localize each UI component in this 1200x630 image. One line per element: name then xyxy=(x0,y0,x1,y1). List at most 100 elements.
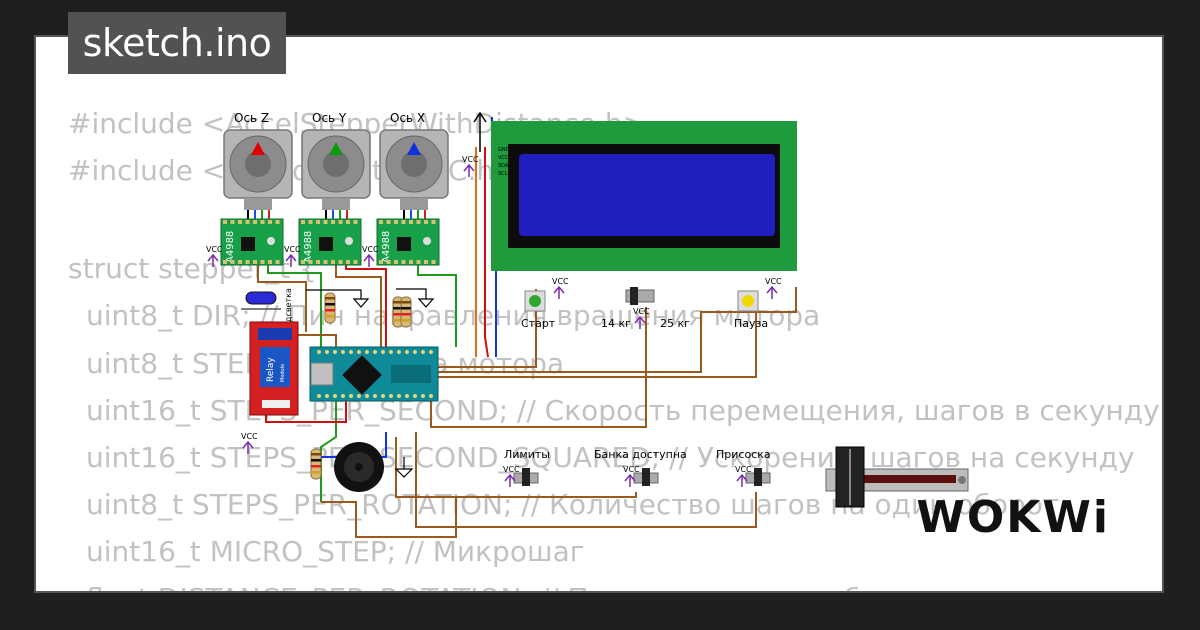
driver-pin xyxy=(238,260,242,264)
header-pin xyxy=(429,350,433,354)
direction-arrow-icon xyxy=(251,142,265,155)
resistor-band xyxy=(393,313,403,316)
vcc-arrow xyxy=(553,285,565,299)
vcc-arrow xyxy=(504,473,516,487)
driver-trimpot xyxy=(345,237,353,245)
driver-pin xyxy=(416,220,421,224)
gnd-arrow-icon xyxy=(473,111,487,152)
direction-arrow-icon xyxy=(329,142,343,155)
driver-pin xyxy=(275,220,280,224)
driver-pin xyxy=(331,220,335,224)
wire xyxy=(430,307,647,428)
driver-pin xyxy=(316,220,320,224)
vcc-arrow xyxy=(285,253,297,267)
header-pin xyxy=(341,350,345,354)
lcd-pin-label: VCC xyxy=(498,155,509,161)
resistor-band xyxy=(393,319,403,322)
slide-knob xyxy=(754,468,762,486)
header-pin xyxy=(333,350,337,354)
driver-pin xyxy=(394,220,398,224)
driver-pin xyxy=(353,220,358,224)
filename-tab[interactable]: sketch.ino xyxy=(68,12,286,74)
resistor-band xyxy=(401,313,411,316)
wire xyxy=(321,496,516,538)
driver-pin xyxy=(308,220,313,224)
gnd-symbol-icon xyxy=(306,289,370,308)
switch-label-2: Банка доступна xyxy=(594,448,687,461)
mcu-chip xyxy=(342,355,382,395)
code-line: uint8_t DIR; // Пин направления вращения… xyxy=(86,299,821,332)
relay-label: Relay xyxy=(266,357,276,382)
driver-pin xyxy=(386,260,391,264)
header-pin xyxy=(357,394,361,398)
resistor-band xyxy=(393,301,403,304)
driver-pin xyxy=(316,260,320,264)
driver-pin xyxy=(230,260,235,264)
driver-pin xyxy=(424,260,428,264)
driver-pin xyxy=(379,220,383,224)
switch-label-3: Присоска xyxy=(716,448,771,461)
header-pin xyxy=(365,394,369,398)
motor-label-1: Ось Z xyxy=(234,111,269,125)
driver-pin xyxy=(260,220,265,224)
driver-pin xyxy=(386,220,391,224)
relay-sublabel: Module xyxy=(280,364,286,382)
resistor-band xyxy=(401,301,411,304)
slide-knob xyxy=(522,468,530,486)
wokwi-logo: WOKWi xyxy=(916,492,1110,543)
motor-connector xyxy=(322,198,350,210)
header-pin xyxy=(317,394,321,398)
resistor-band xyxy=(325,303,335,306)
vcc-label: VCC xyxy=(623,465,640,474)
wire xyxy=(267,265,322,347)
slide-knob xyxy=(630,287,638,305)
driver-pin xyxy=(338,220,343,224)
driver-pin xyxy=(353,260,358,264)
vcc-arrow xyxy=(736,473,748,487)
wire xyxy=(335,262,382,347)
vcc-arrow xyxy=(634,315,646,329)
driver-pin xyxy=(275,260,280,264)
driver-pin xyxy=(230,220,235,224)
header-pin xyxy=(349,350,353,354)
vcc-arrow xyxy=(766,285,778,299)
wire xyxy=(484,147,489,358)
header-pin xyxy=(413,350,417,354)
motor-label-2: Ось Y xyxy=(312,111,347,125)
driver-pin xyxy=(308,260,313,264)
stepper-motor-shaft xyxy=(245,151,271,177)
wire xyxy=(320,387,337,502)
resistor-band xyxy=(401,307,411,310)
header-pin xyxy=(341,394,345,398)
driver-pin xyxy=(379,260,383,264)
driver-pin xyxy=(238,220,242,224)
resistor-band xyxy=(311,465,321,468)
header-pin xyxy=(381,394,385,398)
motor-label-3: Ось X xyxy=(390,111,425,125)
driver-pin xyxy=(409,260,413,264)
wire xyxy=(406,297,757,378)
code-line: uint8_t STEPS_PER_ROTATION; // Количеств… xyxy=(86,488,1060,521)
header-pin xyxy=(397,394,401,398)
driver-pin xyxy=(268,220,272,224)
driver-pin xyxy=(331,260,335,264)
switch-label-1: Лимиты xyxy=(504,448,550,461)
resistor-band xyxy=(311,459,321,462)
vcc-arrow xyxy=(624,473,636,487)
driver-pin xyxy=(346,220,350,224)
driver-pin xyxy=(409,220,413,224)
driver-pin xyxy=(223,260,227,264)
pushbutton-cap xyxy=(742,295,754,307)
vcc-arrow xyxy=(463,163,475,177)
header-pin xyxy=(317,350,321,354)
led-body xyxy=(245,291,277,305)
lcd-screen xyxy=(519,154,775,236)
vcc-label: VCC xyxy=(765,277,782,286)
driver-pin xyxy=(245,260,250,264)
header-pin xyxy=(413,394,417,398)
wire xyxy=(257,262,307,332)
lcd-pin-label: SCL xyxy=(498,171,508,177)
driver-pin xyxy=(401,220,406,224)
vcc-arrow xyxy=(363,253,375,267)
gnd-symbol-icon xyxy=(396,288,435,308)
